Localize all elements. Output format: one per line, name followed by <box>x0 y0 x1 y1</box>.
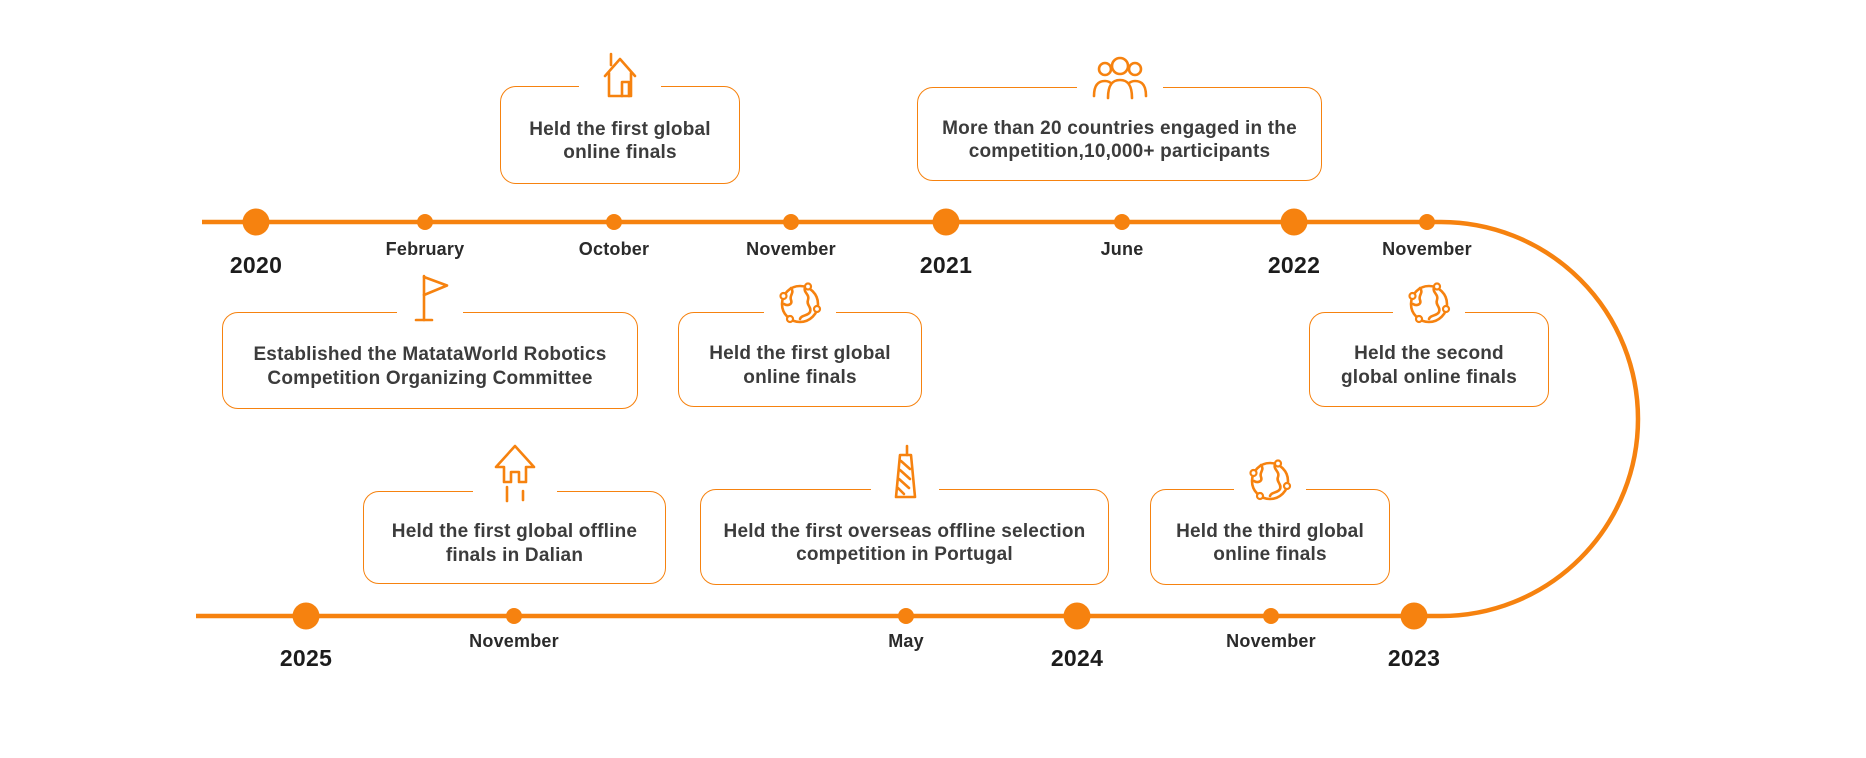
timeline-label-november-2023: November <box>1226 631 1316 651</box>
event-text-line: Established the MatataWorld Robotics <box>253 344 607 365</box>
event-text: Held the first global offline finals in … <box>392 520 637 567</box>
timeline-label-2022: 2022 <box>1267 252 1321 278</box>
timeline-dot-minor <box>1114 214 1130 230</box>
event-text-line: finals in Dalian <box>445 544 584 566</box>
event-text-line: online finals <box>1213 544 1327 565</box>
event-text-line: Held the first global offline <box>391 521 638 542</box>
event-text: Held the first global online finals <box>529 118 711 165</box>
event-text-line: competition,10,000+ participants <box>968 141 1271 162</box>
event-text: Held the second global online finals <box>1341 342 1517 389</box>
event-card-organizing-committee: Established the MatataWorld Robotics Com… <box>222 270 638 409</box>
event-text-line: Held the third global <box>1176 520 1364 542</box>
event-card-third-global-online-finals: Held the third global online finals <box>1150 458 1390 585</box>
timeline-path <box>196 219 1641 619</box>
timeline-label-november-2022: November <box>1382 239 1472 259</box>
timeline-label-may: May <box>888 631 924 651</box>
event-text: Held the first overseas offline selectio… <box>724 520 1086 567</box>
timeline-dot-minor <box>783 214 799 230</box>
event-text-line: online finals <box>743 366 857 388</box>
timeline-dot-major <box>292 602 320 630</box>
globe-network-icon <box>764 281 836 327</box>
timeline-dot-minor <box>1263 608 1279 624</box>
timeline-dot-major <box>242 208 270 236</box>
event-text: More than 20 countries engaged in the co… <box>942 117 1297 164</box>
event-text-line: Held the first global <box>529 118 711 140</box>
event-card-offline-finals-dalian: Held the first global offline finals in … <box>363 442 666 584</box>
event-card-first-global-online-finals-2021: Held the first global online finals <box>678 281 922 407</box>
event-text-line: competition in Portugal <box>796 544 1013 565</box>
timeline-dot-minor <box>606 214 622 230</box>
timeline-dot-major <box>1400 602 1428 630</box>
event-card-second-global-online-finals: Held the second global online finals <box>1309 281 1549 407</box>
event-text: Held the first global online finals <box>709 342 891 389</box>
event-text-line: Competition Organizing Committee <box>267 367 593 389</box>
launch-arrow-icon <box>472 442 557 508</box>
timeline-dot-minor <box>506 608 522 624</box>
event-text-line: Held the second <box>1354 343 1504 364</box>
event-text-line: global online finals <box>1340 366 1518 388</box>
timeline-label-2023: 2023 <box>1387 645 1441 671</box>
timeline-dot-major <box>1063 602 1091 630</box>
timeline-label-2020: 2020 <box>229 252 283 278</box>
event-text-line: More than 20 countries engaged in the <box>942 117 1297 139</box>
timeline-label-november-2025: November <box>469 631 559 651</box>
globe-network-icon <box>1393 281 1465 327</box>
globe-network-icon <box>1234 458 1306 504</box>
timeline-label-2024: 2024 <box>1050 645 1104 671</box>
event-card-first-global-online-finals: Held the first global online finals <box>500 46 740 184</box>
event-text-line: Held the first overseas offline selectio… <box>723 520 1086 542</box>
event-text: Established the MatataWorld Robotics Com… <box>253 343 606 390</box>
timeline-label-october: October <box>578 239 650 259</box>
timeline-label-2021: 2021 <box>919 252 973 278</box>
house-icon <box>579 46 661 102</box>
event-text-line: online finals <box>563 142 677 163</box>
timeline-label-june: June <box>1100 239 1144 259</box>
tower-icon <box>870 444 939 504</box>
event-card-countries-participants: More than 20 countries engaged in the co… <box>917 54 1322 181</box>
timeline-label-november-2020: November <box>746 239 836 259</box>
flag-icon <box>397 270 463 326</box>
timeline-label-2025: 2025 <box>279 645 333 671</box>
event-text-line: Held the first global <box>709 343 891 364</box>
timeline-dot-minor <box>417 214 433 230</box>
timeline-label-february: February <box>385 239 465 259</box>
people-group-icon <box>1076 54 1163 100</box>
event-card-portugal-selection: Held the first overseas offline selectio… <box>700 444 1109 585</box>
timeline-dot-minor <box>898 608 914 624</box>
timeline-dot-major <box>932 208 960 236</box>
timeline-dot-major <box>1280 208 1308 236</box>
event-text: Held the third global online finals <box>1176 520 1364 567</box>
timeline-dot-minor <box>1419 214 1435 230</box>
